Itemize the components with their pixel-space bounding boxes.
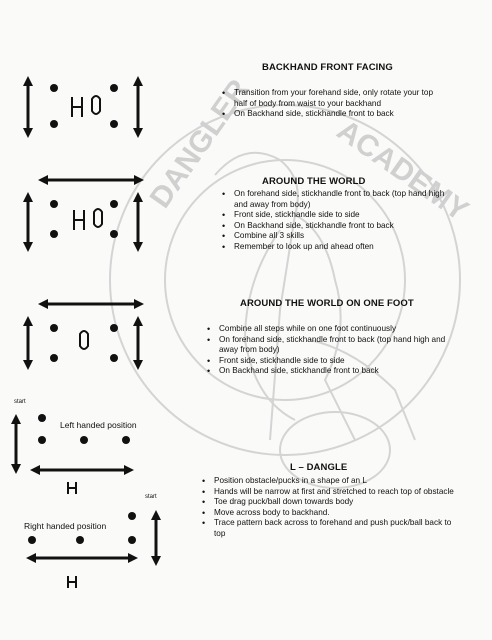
start-label-right: start bbox=[145, 494, 157, 500]
drill-diagram-left-handed-l bbox=[11, 414, 134, 494]
list-item: Position obstacle/pucks in a shape of an… bbox=[200, 476, 455, 487]
list-item: On forehand side, stickhandle front to b… bbox=[205, 335, 465, 356]
start-label-left: start bbox=[14, 399, 26, 405]
drill-diagram-around-the-world bbox=[23, 175, 144, 252]
list-around-the-world: On forehand side, stickhandle front to b… bbox=[220, 189, 452, 253]
list-item: Move across body to backhand. bbox=[200, 508, 455, 519]
drill-diagram-around-the-world-one-foot bbox=[23, 299, 144, 370]
list-item: On forehand side, stickhandle front to b… bbox=[220, 189, 452, 210]
list-item: Toe drag puck/ball down towards body bbox=[200, 497, 455, 508]
list-item: On Backhand side, stickhandle front to b… bbox=[220, 109, 442, 120]
list-item: Transition from your forehand side, only… bbox=[220, 88, 442, 109]
academy-seal-watermark: DANGLER ACADEMY bbox=[109, 80, 474, 489]
list-item: Front side, stickhandle side to side bbox=[220, 210, 452, 221]
list-item: On Backhand side, stickhandle front to b… bbox=[220, 221, 452, 232]
drill-diagram-right-handed-l bbox=[26, 510, 161, 588]
drill-diagram-backhand-front-facing bbox=[23, 76, 143, 138]
list-item: Combine all steps while on one foot cont… bbox=[205, 324, 465, 335]
section-title-backhand-front-facing: BACKHAND FRONT FACING bbox=[262, 62, 393, 73]
left-handed-position-label: Left handed position bbox=[60, 420, 137, 430]
section-title-around-the-world-one-foot: AROUND THE WORLD ON ONE FOOT bbox=[240, 298, 414, 309]
list-item: Combine all 3 skills bbox=[220, 231, 452, 242]
section-title-around-the-world: AROUND THE WORLD bbox=[262, 176, 366, 187]
list-item: On Backhand side, stickhandle front to b… bbox=[205, 366, 465, 377]
list-item: Hands will be narrow at first and stretc… bbox=[200, 487, 455, 498]
section-title-l-dangle: L – DANGLE bbox=[290, 462, 348, 473]
list-around-the-world-one-foot: Combine all steps while on one foot cont… bbox=[205, 324, 465, 377]
list-item: Trace pattern back across to forehand an… bbox=[200, 518, 455, 539]
list-item: Front side, stickhandle side to side bbox=[205, 356, 465, 367]
right-handed-position-label: Right handed position bbox=[24, 521, 107, 531]
list-l-dangle: Position obstacle/pucks in a shape of an… bbox=[200, 476, 455, 540]
list-backhand-front-facing: Transition from your forehand side, only… bbox=[220, 88, 442, 120]
list-item: Remember to look up and ahead often bbox=[220, 242, 452, 253]
